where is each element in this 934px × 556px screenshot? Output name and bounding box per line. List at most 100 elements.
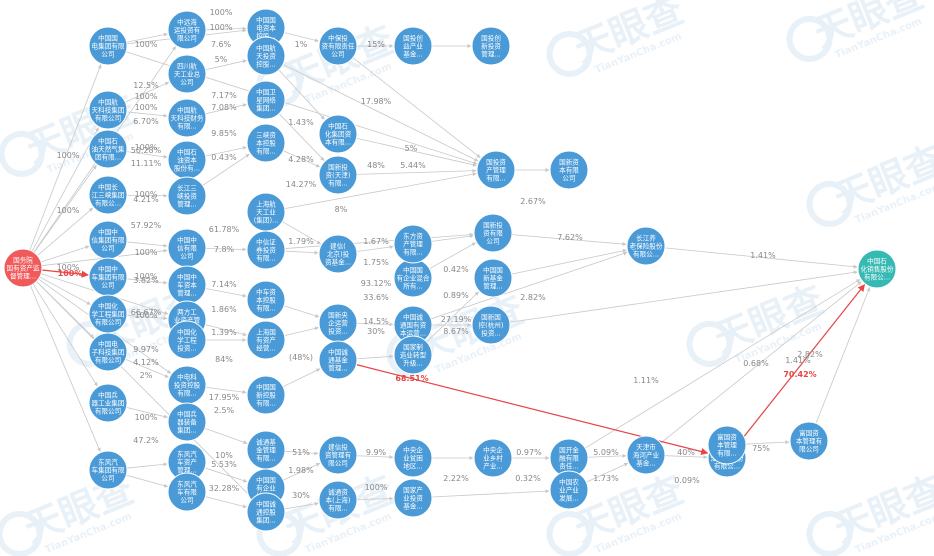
company-node[interactable]: 中国中车资本管理... [167,265,207,305]
company-node[interactable]: 国投创新投资管理... [471,26,511,66]
node-circle[interactable] [626,435,666,475]
node-circle[interactable] [88,450,128,490]
company-node[interactable]: 中电科投资控股有限... [167,365,207,405]
node-circle[interactable] [246,375,286,415]
company-node[interactable]: 国新国控(杭州)投资... [471,305,511,345]
node-circle[interactable] [473,213,513,253]
node-circle[interactable] [857,249,897,289]
node-circle[interactable] [471,305,511,345]
node-circle[interactable] [246,230,286,270]
node-circle[interactable] [167,10,207,50]
node-circle[interactable] [246,36,286,76]
company-node[interactable]: 长江三峡投资管理... [167,176,207,216]
target-node[interactable]: 中国石化销售股份有限公... [857,249,897,289]
company-node[interactable]: 中国国有企业混合所有... [393,258,433,298]
company-node[interactable]: 中国长江三峡集团有限公... [88,175,128,215]
company-node[interactable]: 富国资本管理有限... [707,425,747,465]
company-node[interactable]: 国投资产管理有限... [476,150,516,190]
node-circle[interactable] [88,129,128,169]
node-circle[interactable] [626,226,666,266]
company-node[interactable]: 中国航天投资控股... [246,36,286,76]
company-node[interactable]: 中国农业产业发展... [549,470,589,510]
node-circle[interactable] [167,320,207,360]
node-circle[interactable] [549,150,589,190]
company-node[interactable]: 中国石油天然气集团有限... [88,129,128,169]
node-circle[interactable] [318,26,358,66]
company-node[interactable]: 诚通资本(上海)有限... [318,480,358,520]
node-circle[interactable] [167,54,207,94]
company-node[interactable]: 天津市海河产业基金... [626,435,666,475]
company-node[interactable]: 中央企业乡村产业... [473,438,513,478]
node-circle[interactable] [246,320,286,360]
company-node[interactable]: 国投创益产业基金... [393,26,433,66]
node-circle[interactable] [789,421,829,461]
node-circle[interactable] [393,438,433,478]
company-node[interactable]: 中国诚通控股集团... [246,492,286,532]
company-node[interactable]: 中央企业贫困地区... [393,438,433,478]
node-circle[interactable] [473,438,513,478]
company-node[interactable]: 中国石化集团资本有限... [318,114,358,154]
node-circle[interactable] [246,280,286,320]
company-node[interactable]: 东风汽车资产管理... [167,442,207,482]
node-circle[interactable] [393,224,433,264]
company-node[interactable]: 诚通基金管理有限... [246,430,286,470]
node-circle[interactable] [318,114,358,154]
node-circle[interactable] [473,258,513,298]
node-circle[interactable] [246,80,286,120]
nodes-layer[interactable]: 国务院国有资产监督管理...中国石化销售股份有限公...中国国电集团有限公司中国… [3,8,897,532]
company-node[interactable]: 中国石油资本股份有... [167,140,207,180]
company-node[interactable]: 上海航天工业(集团)... [246,192,286,232]
node-circle[interactable] [393,26,433,66]
node-circle[interactable] [88,26,128,66]
company-node[interactable]: 国家制造业转型升级... [393,335,433,375]
node-circle[interactable] [318,480,358,520]
node-circle[interactable] [88,332,128,372]
node-circle[interactable] [167,402,207,442]
company-node[interactable]: 中国化学工程投资... [167,320,207,360]
node-circle[interactable] [246,123,286,163]
company-node[interactable]: 中国国新控股有限... [246,375,286,415]
node-circle[interactable] [318,435,358,475]
company-node[interactable]: 三峡资本控股有限... [246,123,286,163]
node-circle[interactable] [471,26,511,66]
company-node[interactable]: 中信证券投资有限... [246,230,286,270]
company-node[interactable]: 国新央企运营投资... [318,303,358,343]
node-circle[interactable] [246,492,286,532]
node-circle[interactable] [3,248,43,288]
source-node[interactable]: 国务院国有资产监督管理... [3,248,43,288]
company-node[interactable]: 中国航天科技财务有限... [167,98,207,138]
company-node[interactable]: 中国兵器装备集团... [167,402,207,442]
node-circle[interactable] [167,472,207,512]
company-node[interactable]: 中车资本控股有限... [246,280,286,320]
company-node[interactable]: 上海国有资产经营... [246,320,286,360]
node-circle[interactable] [318,155,358,195]
company-node[interactable]: 中国国新基金管理... [473,258,513,298]
node-circle[interactable] [393,478,433,518]
node-circle[interactable] [167,98,207,138]
company-node[interactable]: 国开金融有限责任... [549,438,589,478]
company-node[interactable]: 国家产业投资基金... [393,478,433,518]
node-circle[interactable] [393,335,433,375]
company-node[interactable]: 中国卫星网络集团... [246,80,286,120]
node-circle[interactable] [476,150,516,190]
company-node[interactable]: 建信(北京)投资基金... [318,234,358,274]
node-circle[interactable] [88,175,128,215]
company-node[interactable]: 长江养老保险股份有限公... [626,226,666,266]
